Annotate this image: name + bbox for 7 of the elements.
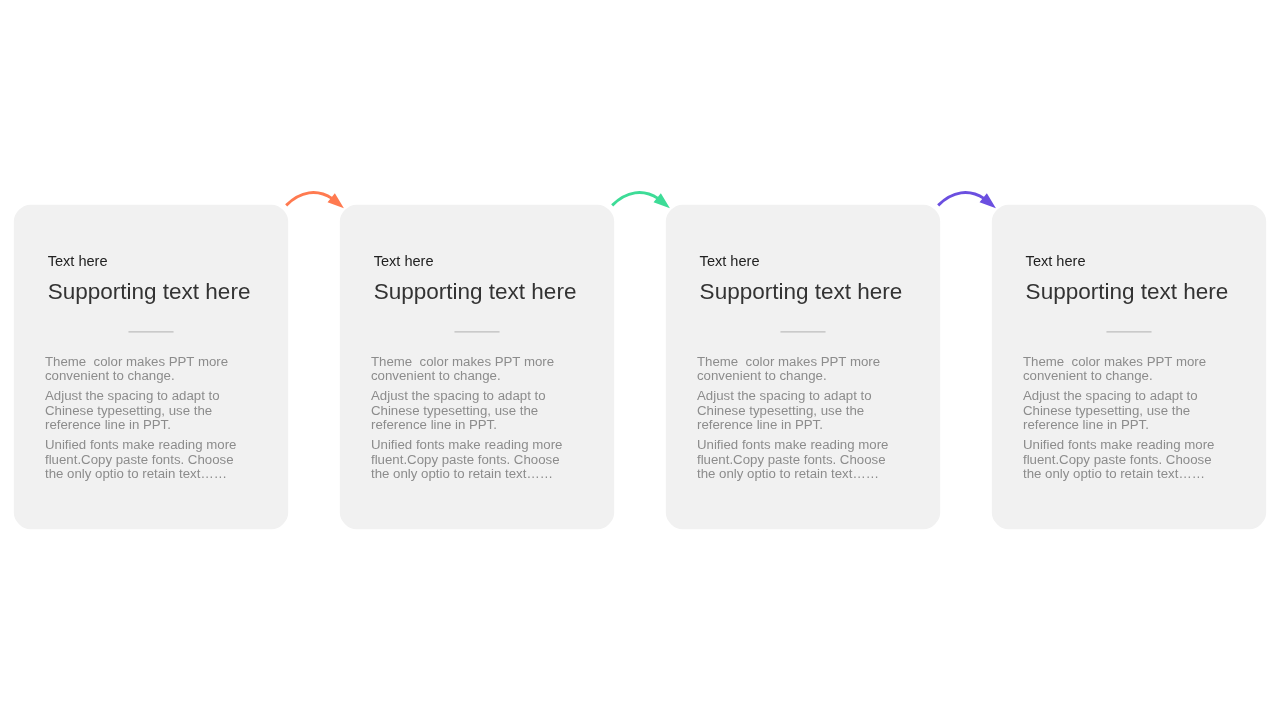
node-box: Text here Supporting text here Theme color makes PPT more convenient to change. Adjust the spacing to adapt to Chinese typesetting, use the reference line in PPT. Unified fonts make reading more fluent.Copy paste fonts. Choose the only optio to retain text…… [991, 204, 1267, 529]
node-box: Text here Supporting text here Theme color makes PPT more convenient to change. Adjust the spacing to adapt to Chinese typesetting, use the reference line in PPT. Unified fonts make reading more fluent.Copy paste fonts. Choose the only optio to retain text…… [665, 204, 941, 529]
arrow [285, 190, 344, 208]
arrow [937, 190, 996, 208]
node-box: Text here Supporting text here Theme color makes PPT more convenient to change. Adjust the spacing to adapt to Chinese typesetting, use the reference line in PPT. Unified fonts make reading more fluent.Copy paste fonts. Choose the only optio to retain text…… [13, 204, 289, 529]
node-box: Text here Supporting text here Theme color makes PPT more convenient to change. Adjust the spacing to adapt to Chinese typesetting, use the reference line in PPT. Unified fonts make reading more fluent.Copy paste fonts. Choose the only optio to retain text…… [339, 204, 615, 529]
arrow [611, 190, 670, 208]
